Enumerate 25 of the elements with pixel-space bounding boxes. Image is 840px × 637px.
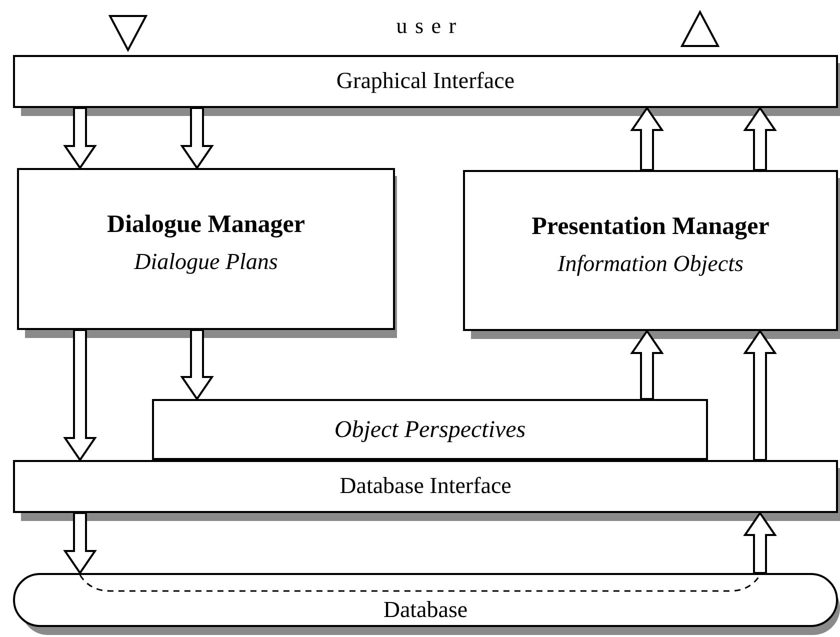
box-label: Object Perspectives [334,416,526,444]
block-arrow [180,107,214,170]
box-label: Dialogue Plans [134,248,278,276]
box-title: Dialogue Manager [107,210,305,240]
block-arrow [63,107,97,170]
block-arrow [630,106,664,171]
box-label: Database Interface [340,472,512,500]
process-box [152,399,708,460]
block-arrow [180,329,214,401]
box-title: Presentation Manager [532,212,770,242]
block-arrow [743,329,777,461]
process-box [13,460,838,513]
block-arrow [63,512,97,575]
box-label: Graphical Interface [336,67,515,96]
process-box [13,55,838,108]
actor-label: user [395,12,465,40]
process-box [17,168,395,330]
block-arrow [630,329,664,400]
block-arrow [743,511,777,574]
box-label: Information Objects [558,250,744,278]
box-label: Database [383,596,468,624]
block-arrow [743,106,777,171]
process-box [463,170,838,331]
database-capsule [13,573,838,627]
block-arrow [63,329,97,462]
